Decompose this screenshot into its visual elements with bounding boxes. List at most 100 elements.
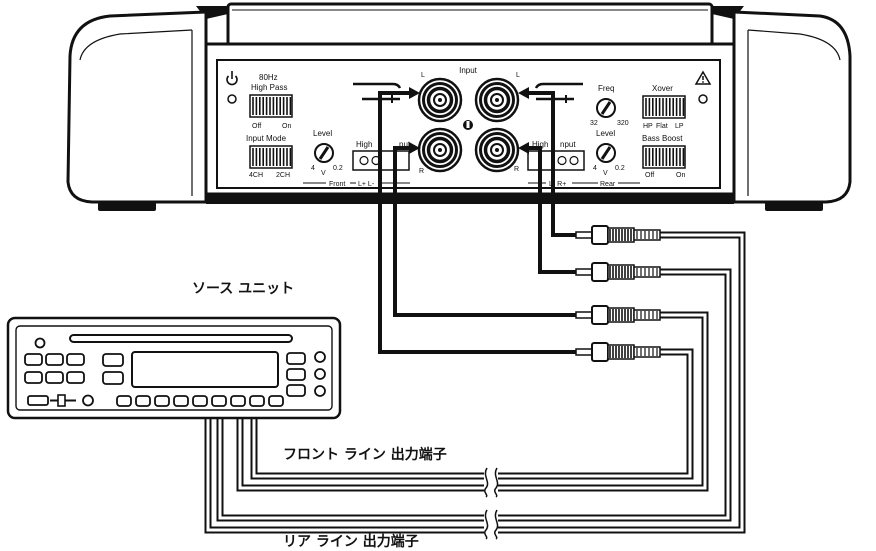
cable-core	[252, 350, 692, 478]
plug-strain-relief	[633, 346, 661, 358]
front-line-cable-2	[250, 348, 694, 480]
rca-jack-front-left	[417, 77, 463, 123]
bass-boost-label: Bass Boost	[642, 134, 683, 143]
function-button	[192, 395, 208, 407]
end-cap-right	[732, 10, 852, 204]
cable-front-left	[378, 91, 580, 354]
arrow-rear-left	[518, 87, 529, 99]
bass-boost-switch	[642, 145, 686, 169]
function-button	[173, 395, 189, 407]
input-right-bottom-label: R	[514, 166, 519, 173]
rca-plugs	[575, 225, 661, 362]
cable-core	[206, 233, 744, 532]
high-pass-switch	[249, 94, 293, 118]
plug-collar	[607, 264, 635, 280]
plug-tip	[575, 268, 593, 276]
rear-section-label: Rear	[600, 181, 616, 188]
jack-ring	[422, 82, 458, 118]
rear-level-knob	[596, 143, 616, 163]
plug-strain-relief	[633, 229, 661, 241]
plug-body	[591, 262, 609, 282]
jack-ring	[426, 136, 454, 164]
preset-buttons	[24, 353, 85, 384]
function-buttons	[116, 395, 284, 407]
input-mode-switch	[249, 145, 293, 169]
front-level-max: 0.2	[333, 165, 343, 172]
cable-break-front	[483, 467, 499, 498]
rca-plug-3	[575, 305, 661, 325]
function-button	[268, 395, 284, 407]
cable-break-rear	[483, 509, 499, 540]
rear-level-unit: V	[603, 170, 608, 177]
jack-pin	[495, 148, 499, 152]
plug-tip	[575, 231, 593, 239]
plug-collar	[607, 344, 635, 360]
jack-ring	[479, 132, 515, 168]
jack-pin	[438, 98, 442, 102]
xover-switch	[642, 95, 686, 119]
rear-line-output-label: リア ライン 出力端子	[283, 533, 419, 550]
rear-line-cable-2	[216, 268, 732, 522]
foot-right	[765, 202, 823, 211]
plug-collar	[607, 227, 635, 243]
plug-tip	[575, 348, 593, 356]
input-mode-label: Input Mode	[246, 134, 287, 143]
rca-plug-1	[575, 225, 661, 245]
xover-label: Xover	[652, 84, 673, 93]
rca-plug-4	[575, 342, 661, 362]
freq-max-label: 320	[617, 120, 629, 127]
amplifier: 80Hz High Pass Off On Input Mode 4CH 2CH…	[66, 2, 852, 211]
source-unit-label: ソース ユニット	[192, 281, 294, 297]
rca-jack-front-right	[417, 127, 463, 173]
function-button	[135, 395, 151, 407]
cd-slot	[69, 334, 293, 343]
rca-plug-2	[575, 262, 661, 282]
freq-label: Freq	[598, 84, 614, 93]
function-button	[230, 395, 246, 407]
source-unit	[6, 316, 342, 420]
end-cap-left	[66, 10, 208, 204]
jack-ring	[483, 86, 511, 114]
plug-strain-relief	[633, 266, 661, 278]
hp-freq-label: 80Hz	[259, 73, 278, 82]
rear-level-min: 4	[593, 165, 597, 172]
cable-front-right	[393, 146, 580, 317]
cable-core	[218, 270, 730, 520]
plug-tip	[575, 311, 593, 319]
output-cables	[204, 231, 746, 540]
input-cables	[378, 87, 580, 354]
front-line-output-label: フロント ライン 出力端子	[283, 446, 447, 463]
function-button	[154, 395, 170, 407]
hp-label: High Pass	[251, 83, 287, 92]
rear-high-input-terminal	[527, 150, 585, 171]
front-high-input-label-a: High	[356, 140, 372, 149]
mode-4ch-label: 4CH	[249, 172, 263, 179]
warning-icon	[694, 70, 712, 104]
plug-collar	[607, 307, 635, 323]
hp-off-label: Off	[252, 123, 261, 130]
function-button	[249, 395, 265, 407]
arrow-front-left	[409, 87, 420, 99]
front-high-input-label-b: put	[399, 140, 411, 149]
indicator-icon	[463, 120, 473, 130]
input-left-bottom-label: R	[419, 168, 424, 175]
jack-ring	[479, 82, 515, 118]
rca-jack-rear-right	[474, 127, 520, 173]
freq-knob	[596, 98, 616, 118]
display	[131, 351, 279, 388]
rear-level-max: 0.2	[615, 165, 625, 172]
input-right-top-label: L	[516, 72, 520, 79]
front-level-label: Level	[313, 129, 332, 138]
jack-pin	[495, 98, 499, 102]
cable-rear-left	[524, 91, 580, 237]
rear-high-input-label-b: nput	[560, 140, 576, 149]
mode-2ch-label: 2CH	[276, 172, 290, 179]
jack-ring	[483, 136, 511, 164]
function-button	[211, 395, 227, 407]
function-button	[116, 395, 132, 407]
arrow-front-right	[409, 142, 420, 154]
freq-min-label: 32	[590, 120, 598, 127]
input-left-top-label: L	[421, 72, 425, 79]
power-icon	[226, 71, 238, 104]
plug-body	[591, 305, 609, 325]
